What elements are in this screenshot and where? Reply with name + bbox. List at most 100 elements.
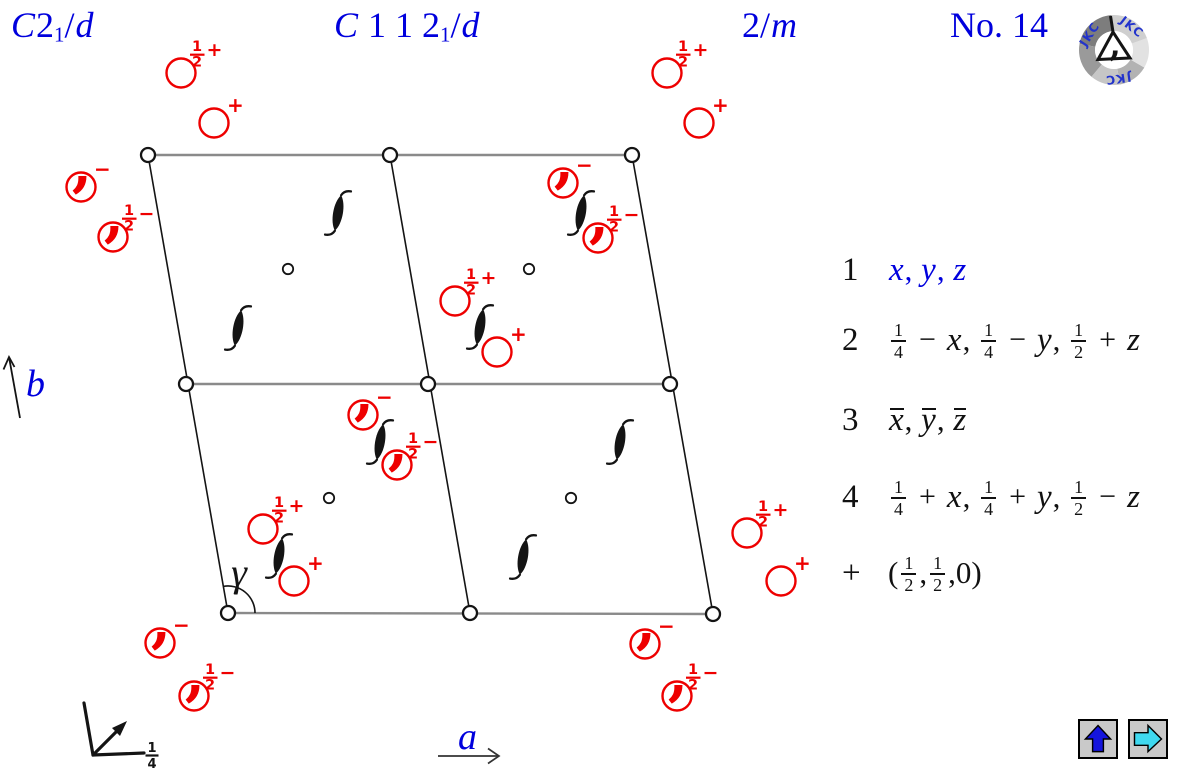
atom-outline — [278, 565, 310, 597]
legend-line-right — [91, 751, 146, 757]
space-group-number: No. 14 — [950, 5, 1048, 45]
inversion-center — [564, 491, 578, 505]
inversion-center — [322, 491, 336, 505]
screw-axis-tails — [566, 190, 596, 236]
height-sign: − — [576, 153, 593, 177]
point-group-label: 2/m — [742, 5, 798, 45]
height-sign: − — [423, 431, 439, 453]
b-axis-arrowhead — [2, 354, 16, 370]
comma-glyph: , — [151, 587, 171, 655]
height-sign: − — [703, 662, 719, 684]
a-axis-arrowhead — [487, 747, 501, 765]
b-axis-label: b — [26, 363, 45, 405]
comma-glyph: , — [388, 409, 408, 477]
atom-circle-comma: ,12− — [661, 640, 719, 712]
height-fraction-numerator: 1 — [205, 662, 215, 678]
screw-axis-lens — [575, 195, 587, 231]
legend-fraction-numerator: 1 — [147, 741, 156, 756]
corner-inversion-center — [704, 605, 722, 623]
screw-axis-tails — [264, 533, 294, 579]
atom-outline — [144, 627, 176, 659]
height-sign: + — [773, 499, 789, 521]
height-fraction-numerator: 1 — [124, 203, 134, 219]
atom-circle: 12+ — [247, 495, 305, 545]
atom-circle: + — [683, 93, 729, 139]
height-fraction-denominator: 2 — [758, 515, 768, 531]
height-sign: − — [624, 204, 640, 226]
height-fraction-denominator: 2 — [678, 55, 688, 71]
screw-axis-tails — [465, 304, 495, 350]
screw-axis-lens — [614, 424, 626, 460]
logo-ring-segment — [1110, 14, 1147, 44]
screw-axis-symbol — [465, 304, 495, 350]
screw-axis-tails — [508, 534, 538, 580]
legend-arrow-shaft — [91, 727, 121, 757]
comma-glyph: , — [636, 588, 656, 656]
right-arrow-icon — [1133, 723, 1163, 754]
nav-next-button[interactable] — [1128, 719, 1168, 759]
height-fraction-denominator: 2 — [274, 511, 284, 527]
atom-circle-comma: ,− — [347, 359, 393, 431]
height-sign: − — [376, 385, 393, 409]
axis-height-legend: 14 — [82, 701, 159, 770]
a-axis-label: a — [458, 716, 477, 758]
height-sign: + — [712, 93, 729, 117]
screw-axis-tails — [323, 190, 353, 236]
screw-axis-symbol — [508, 534, 538, 580]
height-sign: + — [481, 267, 497, 289]
height-sign: + — [794, 551, 811, 575]
comma-glyph: , — [589, 182, 609, 250]
height-fraction-numerator: 1 — [688, 662, 698, 678]
atom-circle: + — [278, 551, 324, 597]
atom-circle-comma: ,− — [629, 588, 675, 660]
atom-outline — [97, 221, 129, 253]
height-sign: + — [307, 551, 324, 575]
height-fraction-numerator: 1 — [609, 204, 619, 220]
screw-axis-symbol — [365, 419, 395, 465]
atom-outline — [65, 171, 97, 203]
height-sign: + — [289, 495, 305, 517]
height-fraction-denominator: 2 — [466, 283, 476, 299]
atom-outline — [661, 680, 693, 712]
gamma-angle-arc — [223, 585, 256, 614]
atom-outline — [165, 57, 197, 89]
screw-axis-symbol — [566, 190, 596, 236]
screw-axis-symbol — [264, 533, 294, 579]
height-fraction-denominator: 2 — [408, 447, 418, 463]
height-sign: + — [510, 322, 527, 346]
screw-axis-symbol — [223, 305, 253, 351]
screw-axis-lens — [232, 310, 244, 346]
height-sign: − — [94, 157, 111, 181]
height-fraction-numerator: 1 — [758, 499, 768, 515]
logo-text-bottom: JKC — [1104, 70, 1133, 88]
b-axis-arrow — [8, 356, 21, 419]
atom-circle: 12+ — [439, 267, 497, 317]
logo-ring-segment — [1079, 43, 1102, 77]
legend-line-up — [82, 701, 95, 757]
height-fraction-denominator: 2 — [205, 678, 215, 694]
logo-ring-segment — [1130, 38, 1149, 68]
inversion-center — [281, 262, 295, 276]
height-fraction-numerator: 1 — [408, 431, 418, 447]
atom-circle: 12+ — [651, 39, 708, 89]
screw-axis-tails — [223, 305, 253, 351]
corner-inversion-center — [381, 146, 399, 164]
atom-outline — [247, 513, 279, 545]
height-sign: − — [220, 662, 236, 684]
height-sign: + — [207, 39, 223, 61]
corner-inversion-center — [177, 375, 195, 393]
corner-inversion-center — [461, 604, 479, 622]
legend-fraction-denominator: 4 — [147, 757, 156, 770]
screw-axis-lens — [332, 195, 344, 231]
atom-outline — [178, 680, 210, 712]
atom-outline — [651, 57, 683, 89]
atom-circle-comma: ,− — [65, 131, 111, 203]
comma-glyph: , — [354, 359, 374, 427]
corner-inversion-center — [661, 375, 679, 393]
atom-outline — [347, 399, 379, 431]
title-full-symbol: C 1 1 21/d — [334, 5, 480, 47]
logo-ring-segment — [1117, 59, 1145, 85]
height-sign: − — [658, 614, 675, 638]
nav-up-button[interactable] — [1078, 719, 1118, 759]
